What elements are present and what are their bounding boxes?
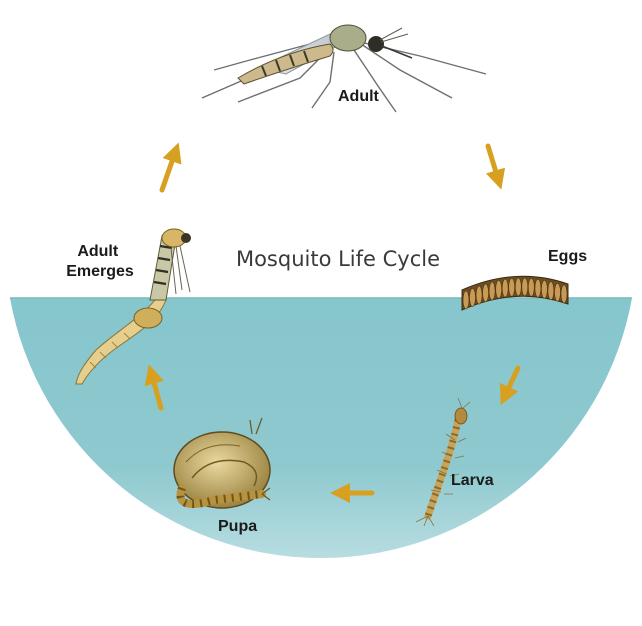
egg (527, 277, 535, 297)
egg-raft-illustration (461, 275, 569, 311)
egg (514, 277, 522, 297)
egg (554, 282, 561, 302)
adult-mosquito-illustration (201, 24, 487, 113)
egg (475, 285, 483, 305)
egg (541, 279, 548, 299)
label-adult-emerges-line1: Adult (77, 243, 119, 260)
pupa-illustration (173, 417, 271, 509)
egg (501, 278, 509, 298)
water-area (10, 298, 632, 559)
arrow-pupa-to-emerges (144, 364, 164, 411)
label-larva: Larva (451, 472, 494, 489)
label-adult: Adult (338, 88, 380, 105)
egg (482, 283, 489, 303)
egg (547, 281, 555, 301)
egg (521, 277, 529, 297)
adult-emerging-illustration (75, 228, 191, 385)
egg (462, 290, 470, 310)
arrow-adult-to-eggs (485, 143, 506, 190)
egg (495, 279, 503, 299)
cycle-arrows (144, 142, 521, 503)
larva-illustration (415, 397, 471, 527)
egg (488, 281, 496, 301)
egg (560, 284, 568, 304)
label-adult-emerges-line2: Emerges (66, 263, 134, 280)
egg (469, 288, 476, 307)
diagram-title: Mosquito Life Cycle (236, 247, 440, 271)
label-eggs: Eggs (548, 248, 587, 265)
arrow-emerges-to-adult (159, 142, 182, 193)
label-pupa: Pupa (218, 518, 257, 535)
egg (534, 278, 542, 298)
label-adult-emerges: Adult Emerges (66, 243, 134, 280)
egg (508, 277, 516, 297)
arrow-eggs-to-larva (500, 365, 521, 406)
